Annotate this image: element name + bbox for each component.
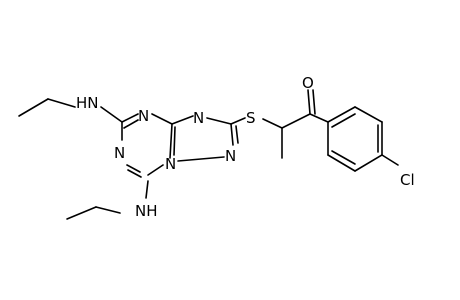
atom-label-nh-top: HN [76, 94, 99, 112]
bond [262, 118, 283, 129]
bond [331, 113, 356, 128]
bond [354, 154, 383, 172]
bond [327, 106, 356, 123]
bond [100, 106, 123, 123]
bond [307, 89, 311, 115]
bond [47, 98, 76, 108]
atom-label-n-ring-left: N [114, 144, 125, 162]
bond [309, 113, 329, 123]
atom-label-nh-bottom: NH [135, 202, 158, 220]
bond [230, 123, 234, 146]
bond [18, 98, 49, 117]
bond [151, 113, 173, 125]
atom-label-oxygen: O [302, 74, 314, 92]
bond [327, 154, 356, 172]
atom-label-n-ring-top: N [138, 107, 149, 125]
bond [127, 169, 142, 178]
bond [312, 89, 316, 115]
bond [66, 206, 97, 220]
bond [177, 156, 225, 162]
bond [126, 164, 141, 173]
bond [95, 206, 121, 214]
bond [354, 106, 383, 123]
bond [381, 154, 399, 166]
bond [123, 119, 139, 129]
bond [171, 115, 194, 125]
atom-label-n-triazole-bottom: N [225, 147, 236, 165]
bond [206, 117, 232, 125]
bond [235, 125, 239, 144]
bond [331, 150, 356, 165]
bond [121, 113, 139, 123]
atom-label-n-bridge: N [165, 155, 176, 173]
bond [230, 117, 246, 125]
bond [169, 123, 173, 159]
bond [145, 180, 149, 199]
bond [147, 164, 164, 176]
bond [281, 113, 311, 129]
atom-label-sulfur: S [246, 109, 256, 127]
atom-label-chlorine: Cl [400, 171, 415, 189]
bond [173, 126, 176, 156]
atom-label-n-triazole-top: N [193, 109, 204, 127]
